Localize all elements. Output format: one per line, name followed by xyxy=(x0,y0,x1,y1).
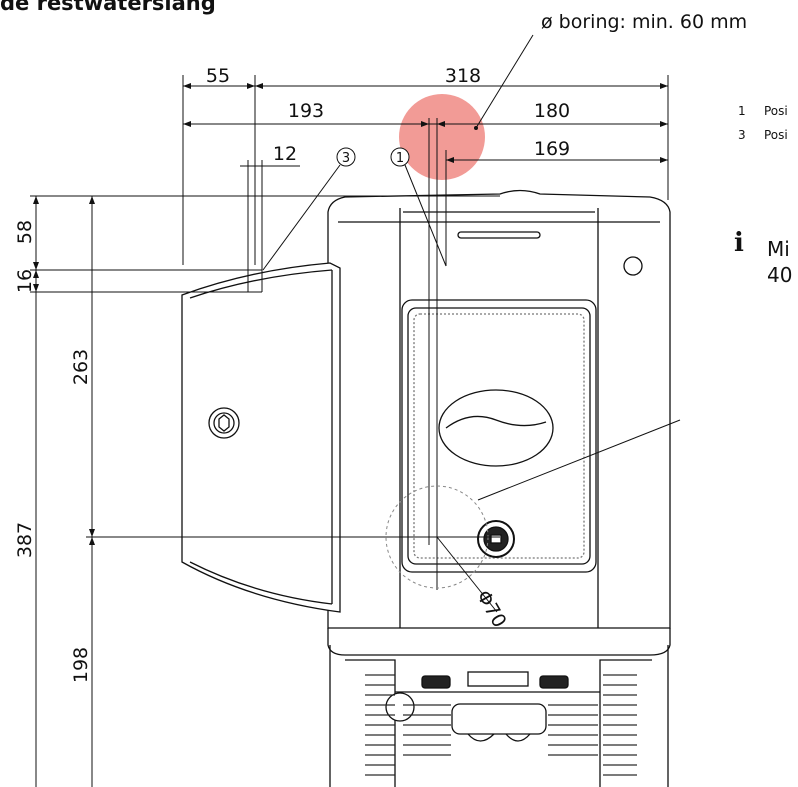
dim-318: 318 xyxy=(445,65,481,87)
marker-3: 3 xyxy=(262,147,356,271)
boring-leader-line xyxy=(475,34,534,129)
dim-58: 58 xyxy=(14,220,36,244)
dimension-arrows-left xyxy=(33,196,95,545)
dim-387: 387 xyxy=(14,522,36,558)
dim-16: 16 xyxy=(14,269,36,293)
legend-item-1: 1 Posi xyxy=(738,104,788,118)
marker-1: 1 xyxy=(390,147,447,267)
dim-198: 198 xyxy=(70,647,92,683)
info-line-2: 40 xyxy=(767,263,793,287)
grille-left xyxy=(365,668,395,780)
dim-12: 12 xyxy=(273,143,297,165)
legend-item-3: 3 Posi xyxy=(738,128,788,142)
info-icon: i xyxy=(734,228,744,258)
grille-right xyxy=(603,668,637,780)
dim-193: 193 xyxy=(288,100,324,122)
grille-center-left xyxy=(403,696,451,756)
boring-note: ø boring: min. 60 mm xyxy=(541,11,748,33)
marker-3-label: 3 xyxy=(342,151,350,166)
callout-leader xyxy=(477,419,681,501)
info-line-1: Mi xyxy=(767,237,790,261)
dimension-arrows xyxy=(183,83,668,163)
dim-55: 55 xyxy=(206,65,230,87)
info-note: Mi 40 xyxy=(767,236,792,288)
diameter-leader xyxy=(436,536,498,613)
page-title: de restwaterslang xyxy=(0,0,216,15)
grille-center-right xyxy=(548,696,598,756)
legend-text: Posi xyxy=(764,104,788,118)
legend-text: Posi xyxy=(764,128,788,142)
dim-169: 169 xyxy=(534,138,570,160)
legend-number: 1 xyxy=(738,104,746,118)
marker-1-label: 1 xyxy=(396,151,404,166)
legend-number: 3 xyxy=(738,128,746,142)
appliance-outline xyxy=(181,189,671,787)
dim-263: 263 xyxy=(70,349,92,385)
dim-180: 180 xyxy=(534,100,570,122)
drill-hole-highlight xyxy=(399,94,485,180)
